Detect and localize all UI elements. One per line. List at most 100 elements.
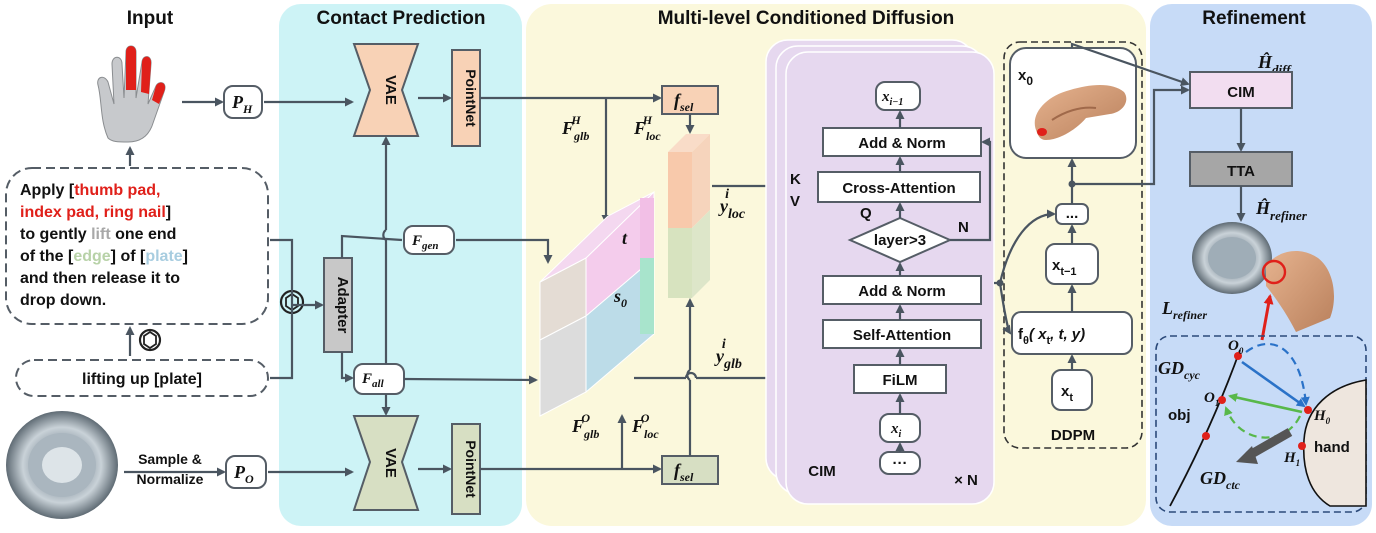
l-refiner-label: Lrefiner bbox=[1161, 298, 1207, 322]
f-loc-h-label: FlocH bbox=[633, 113, 661, 143]
pointnet-object-label: PointNet bbox=[463, 440, 479, 498]
f-loc-o-label: FlocO bbox=[631, 411, 659, 441]
arrow-gd-ctc bbox=[1245, 428, 1293, 460]
cim-label: CIM bbox=[808, 463, 836, 480]
sample-label-1: Sample & bbox=[138, 451, 202, 467]
prompt-box bbox=[5, 167, 269, 325]
f-sel-bottom-box bbox=[661, 455, 719, 485]
arrow-green-h0-o1 bbox=[1228, 393, 1303, 414]
f-gen-label: Fgen bbox=[411, 233, 439, 252]
pointnet-object bbox=[451, 423, 481, 515]
point-obj bbox=[1202, 432, 1210, 440]
vae-hand bbox=[352, 43, 420, 137]
p-o-label: PO bbox=[233, 462, 254, 486]
arrow-gd-ctc-head bbox=[1236, 446, 1258, 464]
prompt-segment: lift bbox=[91, 226, 111, 243]
heading-input: Input bbox=[127, 8, 174, 29]
self-attention-label: Self-Attention bbox=[853, 327, 951, 344]
adapter-box bbox=[323, 257, 353, 353]
heading-diffusion: Multi-level Conditioned Diffusion bbox=[658, 8, 955, 29]
p-o-box bbox=[225, 455, 267, 489]
arrow-cond-bypass bbox=[950, 137, 992, 242]
hand-surface-region bbox=[1302, 379, 1367, 507]
f-glb-h-label: FglbH bbox=[561, 113, 589, 143]
point-o0 bbox=[1234, 352, 1242, 360]
arrow-adapter-down-to-fall bbox=[340, 352, 354, 383]
prompt-segment: one end bbox=[111, 226, 177, 243]
obj-label: obj bbox=[1168, 407, 1191, 424]
x-i-label: xi bbox=[890, 421, 902, 440]
point-o1 bbox=[1218, 396, 1226, 404]
cim-ellipsis-label: ··· bbox=[893, 455, 908, 472]
point-h0 bbox=[1304, 406, 1312, 414]
f-gen-box bbox=[403, 225, 455, 255]
vae-object-label: VAE bbox=[382, 448, 399, 478]
arrow-cim-to-ddpm-down bbox=[998, 282, 1012, 335]
arrow-fall-hop bbox=[382, 229, 387, 241]
prompt-segment: and then release it to bbox=[20, 270, 180, 287]
tta-label: TTA bbox=[1227, 163, 1255, 180]
prompt-segment: drop down. bbox=[20, 292, 106, 309]
h1-label: H1 bbox=[1283, 450, 1300, 468]
ddpm-ellipsis-label: ... bbox=[1066, 205, 1079, 222]
add-norm-bottom-box bbox=[822, 275, 982, 305]
add-norm-bottom-label: Add & Norm bbox=[858, 283, 946, 300]
prompt-segment: index pad, ring nail bbox=[20, 204, 166, 221]
prompt-segment: Apply [ bbox=[20, 182, 75, 199]
gd-ctc-label: GDctc bbox=[1200, 468, 1241, 492]
refine-cim-label: CIM bbox=[1227, 84, 1255, 101]
h0-label: H0 bbox=[1313, 408, 1331, 426]
s0-label: s0 bbox=[613, 286, 627, 310]
f-sel-bottom-label: fsel bbox=[674, 460, 694, 484]
local-feature-block bbox=[668, 134, 710, 298]
arrow-ddpm-to-refine-cim bbox=[1072, 85, 1190, 186]
gd-cyc-label: GDcyc bbox=[1158, 358, 1201, 382]
arrow-adapter-up bbox=[340, 234, 403, 258]
prompt-segment: ] bbox=[183, 248, 188, 265]
p-h-box bbox=[223, 85, 263, 119]
cross-attention-label: Cross-Attention bbox=[842, 180, 955, 197]
x-t-minus-label: xt−1 bbox=[1052, 257, 1077, 278]
p-h-label: PH bbox=[231, 92, 253, 116]
prompt-segment: plate bbox=[145, 248, 182, 265]
times-n-label: × N bbox=[954, 472, 978, 489]
v-label: V bbox=[790, 193, 800, 210]
ddpm-panel bbox=[1003, 41, 1143, 449]
cycle-curve-green bbox=[1224, 406, 1301, 439]
o0-label: O0 bbox=[1228, 338, 1244, 356]
hand-mesh-image bbox=[97, 45, 166, 143]
f-sel-top-box bbox=[661, 85, 719, 115]
prompt-segment: to gently bbox=[20, 226, 91, 243]
arrow-red-callout bbox=[1260, 294, 1274, 341]
prompt-segment: ] bbox=[166, 204, 171, 221]
prompt-segment: edge bbox=[73, 248, 110, 265]
t-label: t bbox=[622, 228, 628, 248]
arrow-cim-to-ddpm-up bbox=[994, 209, 1056, 285]
y-loc-label: yloci bbox=[718, 187, 746, 222]
adapter-label: Adapter bbox=[334, 277, 351, 334]
global-feature-block bbox=[539, 190, 655, 417]
h-refiner-label: Ĥrefiner bbox=[1255, 197, 1308, 223]
sample-label-2: Normalize bbox=[137, 471, 204, 487]
f-sel-top-label: fsel bbox=[674, 90, 694, 114]
x-prev-label: xi−1 bbox=[881, 89, 903, 108]
f-glb-o-label: FglbO bbox=[571, 411, 599, 441]
prompt-segment: thumb pad, bbox=[74, 182, 160, 199]
ddpm-label: DDPM bbox=[1051, 427, 1095, 444]
x-t-box bbox=[1051, 369, 1093, 411]
f-theta-label: fθ( xt, t, y) bbox=[1018, 326, 1085, 347]
heading-refinement: Refinement bbox=[1202, 8, 1306, 29]
cycle-curve-blue bbox=[1245, 342, 1310, 406]
k-label: K bbox=[790, 171, 801, 188]
prompt-segment: of the [ bbox=[20, 248, 74, 265]
o1-label: O1 bbox=[1204, 390, 1219, 408]
ddpm-output-dot bbox=[1068, 180, 1076, 188]
vae-hand-label: VAE bbox=[382, 75, 399, 105]
film-box bbox=[853, 364, 947, 394]
x0-label: x0 bbox=[1018, 67, 1033, 88]
vae-object bbox=[352, 415, 420, 511]
tta-box bbox=[1189, 151, 1293, 187]
refine-cim-box bbox=[1189, 71, 1293, 109]
short-prompt-text: lifting up [plate] bbox=[82, 371, 202, 388]
